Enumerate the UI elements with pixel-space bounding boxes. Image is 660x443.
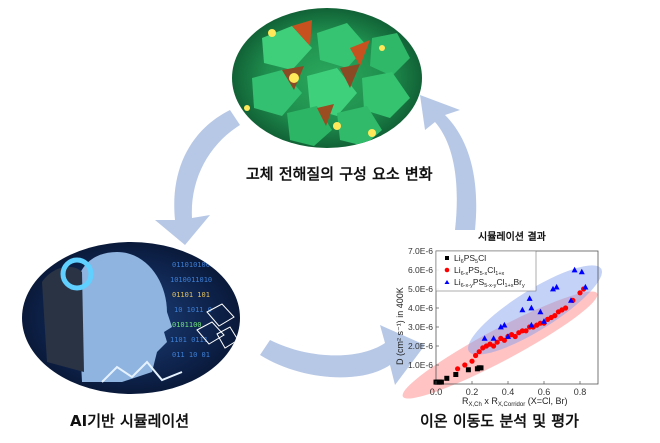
data-point — [469, 358, 475, 364]
data-point — [501, 337, 507, 343]
data-point — [553, 283, 560, 290]
data-point — [478, 365, 484, 371]
data-point — [537, 308, 544, 315]
data-point — [519, 306, 526, 313]
svg-text:2.0E-6: 2.0E-6 — [408, 341, 433, 351]
data-point — [571, 266, 578, 273]
svg-text:3.0E-6: 3.0E-6 — [408, 322, 433, 332]
data-point — [523, 328, 529, 334]
data-point — [582, 283, 589, 290]
top-caption: 고체 전해질의 구성 요소 변화 — [246, 165, 433, 183]
diffusion-scatter-chart: 1.0E-6 2.0E-6 3.0E-6 4.0E-6 5.0E-6 6.0E-6 7.0E… — [395, 246, 602, 408]
data-point — [465, 367, 471, 373]
y-axis-ticks: 1.0E-6 2.0E-6 3.0E-6 4.0E-6 5.0E-6 6.0E-6 7.0E… — [408, 246, 439, 370]
svg-text:6.0E-6: 6.0E-6 — [408, 265, 433, 275]
x-axis-ticks: 0.0 0.2 0.4 0.6 0.8 — [430, 381, 587, 397]
data-point — [444, 375, 450, 381]
crystal-structure-image — [232, 8, 422, 148]
data-point — [550, 285, 556, 292]
data-point — [455, 366, 461, 372]
data-point — [462, 362, 468, 368]
svg-text:1010011010: 1010011010 — [170, 276, 212, 284]
data-point — [476, 349, 482, 355]
left-caption: AI기반 시뮬레이션 — [70, 412, 190, 430]
data-point — [438, 379, 444, 385]
data-point — [497, 323, 504, 330]
svg-text:1101 0111: 1101 0111 — [170, 336, 208, 344]
arrow-analysis-to-structure — [420, 95, 477, 230]
data-point — [512, 333, 518, 340]
svg-text:7.0E-6: 7.0E-6 — [408, 246, 433, 256]
svg-text:0.8: 0.8 — [574, 387, 587, 397]
data-point — [473, 352, 479, 359]
svg-text:4.0E-6: 4.0E-6 — [408, 303, 433, 313]
legend: Li6PS5Cl Li6-xPS5-xCl1+x Li6-x-yPS5-x-yC… — [435, 250, 537, 292]
data-point — [537, 320, 543, 326]
svg-text:011 10 01: 011 10 01 — [172, 351, 210, 359]
data-point — [491, 343, 497, 349]
ai-face-profile — [42, 252, 172, 382]
data-point — [578, 268, 585, 275]
data-point — [577, 290, 583, 296]
svg-text:5.0E-6: 5.0E-6 — [408, 284, 433, 294]
svg-text:10 1011 0: 10 1011 0 — [174, 306, 212, 314]
data-point — [519, 328, 525, 334]
data-point — [568, 297, 574, 303]
polyhedra — [252, 20, 410, 146]
right-caption: 이온 이동도 분석 및 평가 — [420, 412, 579, 430]
lithium-ions — [244, 29, 385, 137]
data-point — [481, 335, 488, 341]
data-point — [526, 295, 533, 301]
data-point — [490, 335, 497, 341]
svg-text:0110101001: 0110101001 — [172, 261, 214, 269]
binary-code: 0110101001 1010011010 01101 101 10 1011 … — [170, 261, 214, 359]
svg-text:1.0E-6: 1.0E-6 — [408, 360, 433, 370]
x-axis-label: RX,Ch x RX,Corridor (X=Cl, Br) — [462, 396, 567, 408]
svg-text:0.6: 0.6 — [538, 387, 551, 397]
chart-title: 시뮬레이션 결과 — [478, 232, 546, 243]
data-point — [528, 321, 535, 328]
ai-simulation-image: 0110101001 1010011010 01101 101 10 1011 … — [22, 242, 240, 394]
svg-text:0101100: 0101100 — [172, 321, 202, 329]
y-axis-label: D (cm² s⁻¹) in 400K — [395, 287, 405, 365]
data-point — [501, 321, 508, 328]
data-point — [528, 304, 535, 311]
data-point — [494, 339, 500, 345]
arrow-ai-to-analysis — [260, 325, 425, 385]
data-point — [552, 313, 558, 319]
svg-text:0.0: 0.0 — [430, 387, 443, 397]
data-point — [453, 372, 459, 377]
data-point — [563, 305, 569, 311]
svg-text:01101 101: 01101 101 — [172, 291, 210, 299]
arrow-structure-to-ai — [155, 110, 240, 245]
svg-text:0.2: 0.2 — [466, 387, 479, 397]
data-point — [505, 333, 511, 339]
svg-text:0.4: 0.4 — [502, 387, 515, 397]
lightning — [101, 360, 183, 383]
data-point — [541, 318, 547, 324]
